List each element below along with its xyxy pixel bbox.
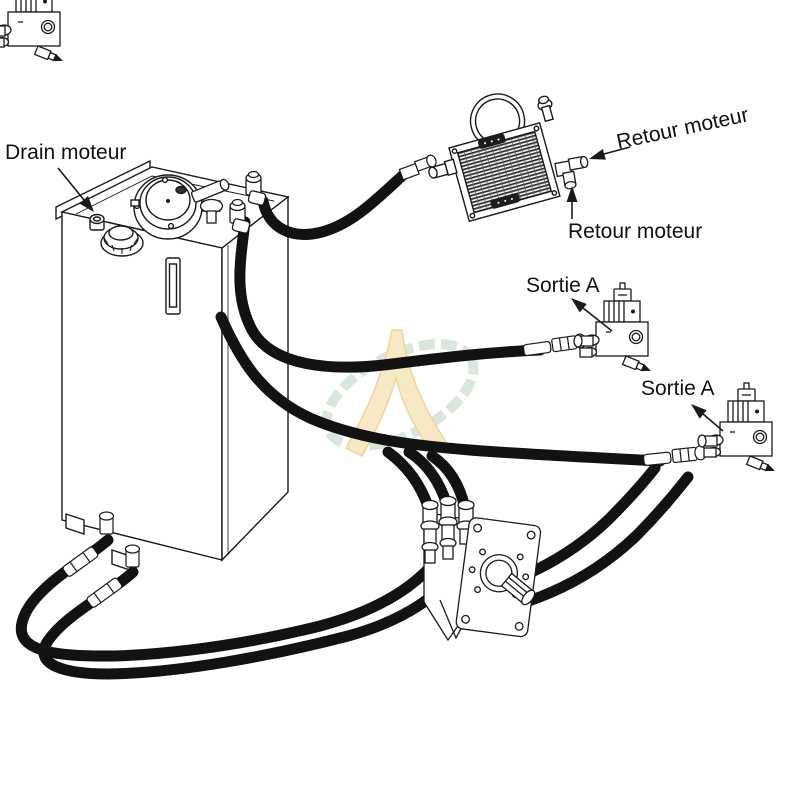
sight-gauge xyxy=(165,257,181,315)
elbow-fitting-1 xyxy=(245,170,267,206)
retour-moteur-bottom-arrow xyxy=(566,186,578,219)
oil-cooler xyxy=(428,93,561,223)
suction-hose-2 xyxy=(38,558,467,680)
tank-top-fittings xyxy=(190,170,267,234)
sortie-a-lower-arrow xyxy=(691,404,724,432)
label-drain-moteur: Drain moteur xyxy=(5,141,127,164)
solenoid-valve xyxy=(0,0,63,62)
hose-tank-to-cooler xyxy=(257,170,408,240)
hydraulic-pump xyxy=(420,495,542,642)
tank-front-face xyxy=(61,211,223,561)
return-filter xyxy=(130,174,205,240)
hose-to-valve-upper xyxy=(234,216,546,373)
label-retour-moteur-bottom: Retour moteur xyxy=(568,220,703,243)
retour-moteur-top-arrow xyxy=(589,146,631,160)
label-sortie-a-upper: Sortie A xyxy=(526,274,600,297)
drain-port xyxy=(89,213,105,231)
hose-to-valve-lower xyxy=(215,311,666,467)
pump-mounting-plate xyxy=(455,517,542,638)
filler-cap xyxy=(100,225,144,257)
label-sortie-a-lower: Sortie A xyxy=(641,377,715,400)
sortie-a-upper-arrow xyxy=(571,298,613,332)
drain-moteur-arrow xyxy=(57,167,94,212)
hydraulic-hoses xyxy=(15,170,694,680)
pump-shaft xyxy=(500,572,536,606)
elbow-fitting-2 xyxy=(229,198,251,234)
annotation-arrows xyxy=(57,146,724,432)
retour-moteur-fitting xyxy=(554,155,589,190)
suction-hose-1 xyxy=(15,534,449,662)
